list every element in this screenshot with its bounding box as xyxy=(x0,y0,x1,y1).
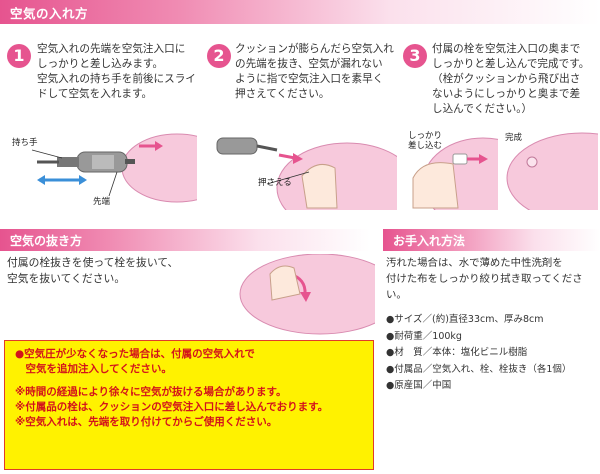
insert-label: しっかり 差し込む xyxy=(408,131,442,151)
section-title: 空気の入れ方 xyxy=(10,6,89,21)
section-header: 空気の入れ方 xyxy=(0,0,600,24)
release-line: 空気を抜いてください。 xyxy=(7,272,126,285)
step-3-line: （栓がクッションから飛び出さ xyxy=(432,73,581,85)
step-3-number: 3 xyxy=(403,44,427,68)
step-2-line: クッションが膨らんだら空気入れ xyxy=(235,43,394,55)
spec-list: ●サイズ／(約)直径33cm、厚み8cm ●耐荷重／100kg ●材 質／本体：… xyxy=(386,312,571,395)
release-line: 付属の栓抜きを使って栓を抜いて、 xyxy=(7,256,179,269)
warning-line: 空気を追加注入してください。 xyxy=(15,363,172,375)
insert-label-line: しっかり xyxy=(408,131,443,141)
step-3-line: し込んでください。） xyxy=(432,103,533,115)
step-3-line: ないようにしっかりと奥まで差 xyxy=(432,88,581,100)
release-text: 付属の栓抜きを使って栓を抜いて、 空気を抜いてください。 xyxy=(7,255,207,287)
done-label: 完成 xyxy=(505,133,523,143)
step-2-text: クッションが膨らんだら空気入れ の先端を抜き、空気が漏れない ように指で空気注入… xyxy=(235,42,405,102)
note-line: ※付属品の栓は、クッションの空気注入口に差し込んでおります。 xyxy=(15,401,329,413)
step-1-line: しっかりと差し込みます。 xyxy=(37,58,164,70)
spec-item: ●原産国／中国 xyxy=(386,380,452,391)
step-3-line: しっかりと差し込んで完成です。 xyxy=(432,58,590,70)
spec-item: ●耐荷重／100kg xyxy=(386,330,462,342)
step-1-line: 空気入れの持ち手を前後にスライ xyxy=(37,73,196,85)
step-1-line: 空気入れの先端を空気注入口に xyxy=(37,43,186,55)
step-3-line: 付属の栓を空気注入口の奥まで xyxy=(432,43,581,55)
handle-label: 持ち手 xyxy=(12,138,38,148)
care-text: 汚れた場合は、水で薄めた中性洗剤を 付けた布をしっかり絞り拭き取ってくださ い。 xyxy=(386,255,598,303)
step-1-number: 1 xyxy=(7,44,31,68)
release-illustration xyxy=(210,254,375,336)
step-1-text: 空気入れの先端を空気注入口に しっかりと差し込みます。 空気入れの持ち手を前後に… xyxy=(37,42,207,102)
warning-line: ●空気圧が少なくなった場合は、付属の空気入れで xyxy=(15,348,255,360)
insert-label-line: 差し込む xyxy=(408,141,443,151)
step-2-line: ように指で空気注入口を素早く xyxy=(235,73,384,85)
press-label: 押さえる xyxy=(258,178,292,188)
step-3-text: 付属の栓を空気注入口の奥まで しっかりと差し込んで完成です。 （栓がクッションか… xyxy=(432,42,600,117)
note-line: ※時間の経過により徐々に空気が抜ける場合があります。 xyxy=(15,386,287,398)
step-2-illustration xyxy=(207,128,397,210)
care-title: お手入れ方法 xyxy=(393,234,466,248)
spec-item: ●付属品／空気入れ、栓、栓抜き（各1個） xyxy=(386,363,572,375)
step-3-illustration-done xyxy=(502,128,598,210)
care-line: 付けた布をしっかり絞り拭き取ってくださ xyxy=(386,273,583,285)
step-1-line: ドして空気を入れます。 xyxy=(37,88,153,100)
step-2-line: の先端を抜き、空気が漏れない xyxy=(235,58,383,70)
step-2-line: 押さえてください。 xyxy=(235,88,330,100)
care-line: い。 xyxy=(386,289,407,301)
release-section-header: 空気の抜き方 xyxy=(0,229,370,251)
warning-box: ●空気圧が少なくなった場合は、付属の空気入れで 空気を追加注入してください。 ※… xyxy=(4,340,374,470)
step-2-number: 2 xyxy=(207,44,231,68)
step-3-illustration-insert xyxy=(403,128,498,210)
spec-item: ●材 質／本体：塩化ビニル樹脂 xyxy=(386,347,528,358)
care-line: 汚れた場合は、水で薄めた中性洗剤を xyxy=(386,257,563,269)
tip-label: 先端 xyxy=(93,197,111,207)
spec-item: ●サイズ／(約)直径33cm、厚み8cm xyxy=(386,314,544,325)
care-section-header: お手入れ方法 xyxy=(383,229,600,251)
note-line: ※空気入れは、先端を取り付けてからご使用ください。 xyxy=(15,416,278,428)
release-title: 空気の抜き方 xyxy=(10,234,83,248)
step-1-illustration xyxy=(7,128,197,210)
